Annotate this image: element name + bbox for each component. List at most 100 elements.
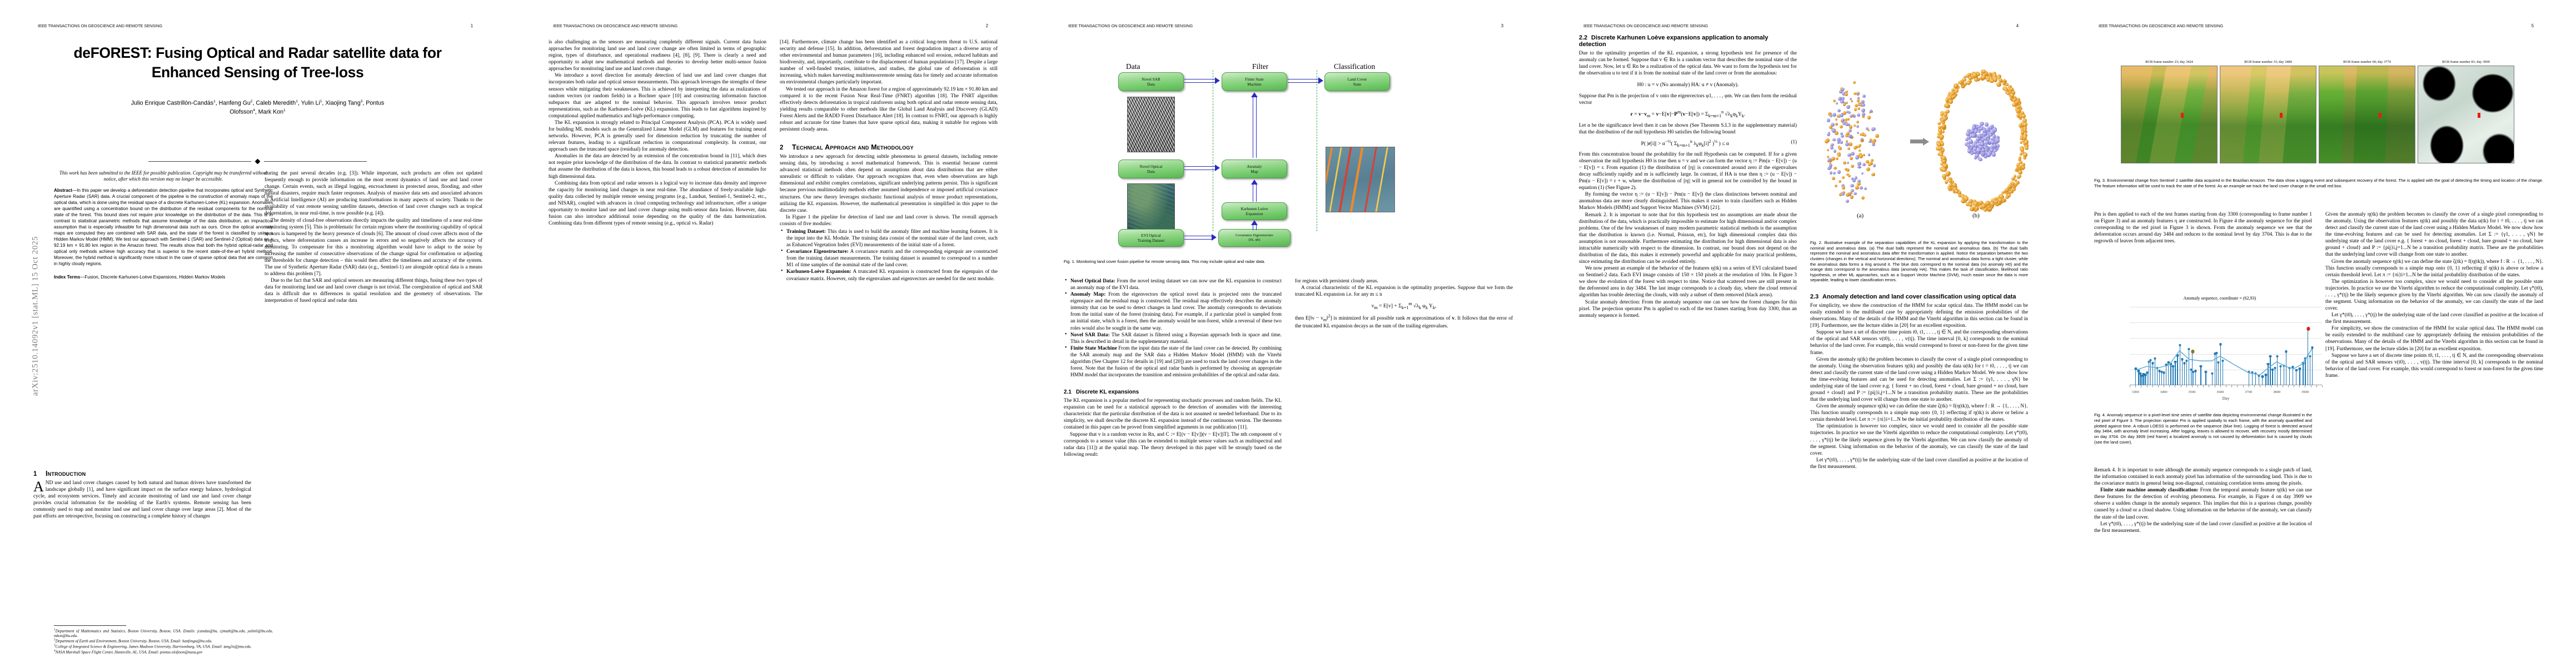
anomaly-point <box>1985 201 1990 206</box>
anomaly-point <box>1972 73 1977 78</box>
red-pixel-marker <box>2477 112 2480 118</box>
anomaly-point <box>1946 171 1950 176</box>
p2-left-p5: Combining data from optical and radar se… <box>549 180 766 227</box>
anomaly-point <box>1946 103 1950 107</box>
anomaly-point <box>1844 121 1847 125</box>
axis-tick <box>2288 385 2289 387</box>
figure-1-pipeline: Data Filter Classification Novel SAR Dat… <box>1112 62 1473 247</box>
anomaly-point <box>1856 120 1859 124</box>
author-2: , Hanfeng Gu <box>215 99 251 107</box>
equation-hypothesis-test: H0 : u = v (No anomaly) HA: u ≠ v (Anoma… <box>1637 82 1739 88</box>
journal-name: IEEE TRANSACTIONS ON GEOSCIENCE AND REMO… <box>2099 23 2224 28</box>
p5-right-p4: Let γ*(t0), . . . , γ*(tj) be the underl… <box>2325 312 2543 325</box>
stem-marker <box>2181 358 2184 361</box>
anomaly-point <box>1939 129 1942 133</box>
page4-fig2-caption-wrap: Fig. 2. Illustrative example of the sepa… <box>1810 240 2028 470</box>
journal-name: IEEE TRANSACTIONS ON GEOSCIENCE AND REMO… <box>553 23 678 28</box>
section-number: 1 <box>33 471 37 477</box>
author-6: Olofsson <box>230 108 253 116</box>
anomaly-point <box>2024 143 2029 148</box>
fig1-col-classification-label: Classification <box>1334 62 1376 71</box>
nominal-point <box>1861 112 1866 116</box>
anomaly-point <box>1942 177 1946 181</box>
anomaly-point <box>1854 104 1858 108</box>
stem-marker <box>2215 351 2218 355</box>
stem-bar <box>2170 364 2171 385</box>
anomaly-point <box>1939 153 1943 156</box>
nominal-point <box>1973 150 1977 154</box>
nominal-point <box>1832 138 1836 142</box>
nominal-point <box>1827 157 1832 162</box>
intro-right-p3: Due to the fact that SAR and optical sen… <box>265 278 482 304</box>
gridline <box>2130 338 2322 339</box>
anomaly-point <box>1853 92 1857 95</box>
nominal-point <box>1833 172 1836 175</box>
anomaly-point <box>2021 151 2025 154</box>
nominal-point <box>1982 142 1986 146</box>
anomaly-point <box>1949 183 1952 187</box>
anomaly-point <box>1981 74 1986 80</box>
axis-tick <box>2220 385 2221 387</box>
anomaly-point <box>1940 155 1944 159</box>
anomaly-point <box>1961 83 1966 88</box>
stem-marker <box>2178 344 2181 347</box>
node-land-cover-state: Land Cover State <box>1324 72 1390 91</box>
stem-marker <box>2134 367 2137 370</box>
nominal-point <box>1848 128 1852 133</box>
anomaly-point <box>1846 173 1849 176</box>
anomaly-point <box>1937 132 1942 136</box>
nominal-point <box>1857 162 1861 166</box>
anomaly-point <box>1844 118 1848 122</box>
stem-bar <box>2265 375 2266 385</box>
anomaly-point <box>1937 141 1940 145</box>
nominal-point <box>1979 157 1982 161</box>
stem-bar <box>2262 376 2263 385</box>
anomaly-point <box>1966 74 1970 78</box>
list-item: Covariance Eigenstructure: A covariance … <box>780 248 998 268</box>
anomaly-point <box>1850 191 1853 194</box>
anomaly-point <box>2018 114 2023 118</box>
stem-marker <box>2176 354 2179 357</box>
anomaly-point <box>2022 135 2027 140</box>
anomaly-point <box>1944 112 1948 117</box>
nominal-point <box>1984 144 1988 147</box>
nominal-point <box>1841 184 1845 188</box>
anomaly-point <box>2019 156 2022 159</box>
anomaly-point <box>2007 87 2012 92</box>
nominal-point <box>1981 137 1985 142</box>
frame-image-33 <box>2220 66 2316 163</box>
stem-marker <box>2183 362 2186 365</box>
nominal-point <box>1983 136 1987 141</box>
fig1-col-data-label: Data <box>1126 62 1140 71</box>
anomaly-point <box>2001 191 2005 194</box>
nominal-point <box>1845 200 1849 203</box>
nominal-point <box>1832 128 1836 133</box>
anomaly-point <box>1848 174 1851 177</box>
nominal-point <box>1981 146 1985 150</box>
nominal-point <box>1829 163 1833 167</box>
stem-marker <box>2291 366 2294 369</box>
list-item: Novel Optical Data: From the novel testi… <box>1064 277 1282 291</box>
nominal-point <box>1841 87 1845 91</box>
anomaly-point <box>1950 186 1954 189</box>
anomaly-point <box>2021 123 2025 127</box>
anomaly-point <box>1968 76 1972 80</box>
anomaly-point <box>2015 105 2020 110</box>
stem-bar <box>2181 359 2183 385</box>
nominal-point <box>1965 142 1969 147</box>
anomaly-point <box>1861 115 1865 118</box>
stem-marker <box>2148 360 2150 363</box>
anomaly-point <box>2010 87 2014 92</box>
equation-kl-truncation: vm = E[v] + Σk=1m √λk φk Yk, <box>1371 301 1437 311</box>
nominal-point <box>1970 151 1974 156</box>
anomaly-point <box>1949 177 1953 181</box>
anomaly-point <box>1947 177 1951 182</box>
anomaly-point <box>1984 71 1989 76</box>
p3-sub21-p1: The KL expansion is a popular method for… <box>1064 398 1282 431</box>
anomaly-point <box>1976 202 1980 207</box>
anomaly-point <box>1976 72 1980 77</box>
stem-bar <box>2211 373 2213 385</box>
page5-left-column: Pm is then applied to each of the test f… <box>2094 211 2312 245</box>
node-covariance-eigenstructure: Covariance Eigenstucture (λk, φk) <box>1218 229 1291 247</box>
anomaly-point <box>1845 101 1848 104</box>
